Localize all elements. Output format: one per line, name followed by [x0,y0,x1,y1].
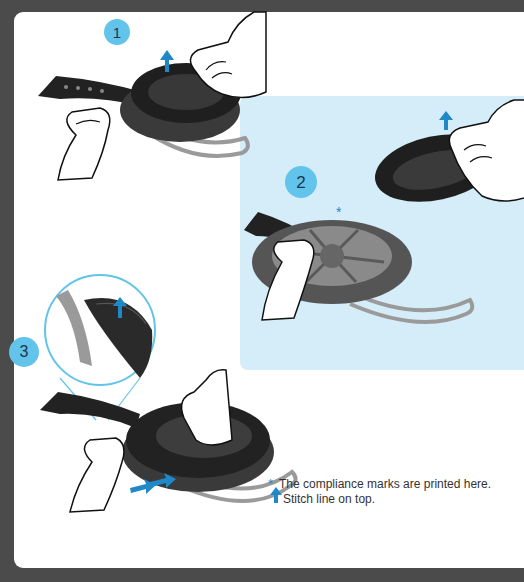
finger-lines [76,120,100,124]
left-hand [262,240,314,320]
hole [76,86,80,90]
lift-arrow [439,111,453,130]
callout-number: 3 [20,344,29,360]
right-hand [182,370,232,445]
page-background [14,12,524,568]
left-hand [58,108,110,180]
step-2-illustration [244,100,524,322]
finger-lines [206,62,232,78]
footnote-text: Stitch line on top. [283,492,375,506]
callout-circle: 1 [104,19,130,45]
hole [88,87,92,91]
grill-center [320,244,344,268]
highlight-panel [240,96,524,370]
step-1-illustration [38,12,266,180]
right-hand [449,100,524,201]
detail-magnifier [45,275,155,385]
right-hand [190,12,266,98]
footnote-text: The compliance marks are printed here. [279,477,491,491]
finger-lines [464,145,492,162]
callout-number: 1 [113,25,121,40]
callout-circle: 2 [285,166,317,198]
press-arrow [150,473,176,488]
asterisk-mark: * [336,204,341,221]
left-hand [70,438,124,512]
hole [64,85,68,89]
headband [40,392,140,428]
stitch-arrow [113,297,127,318]
callout-number: 2 [296,174,305,191]
step-3-illustration [40,275,296,512]
callout-circle: 3 [9,337,39,367]
lift-arrow [160,50,174,72]
asterisk-mark: * [268,476,273,492]
hole [100,89,104,93]
headband-holes [64,85,104,93]
ear-pad-detail [84,298,152,378]
